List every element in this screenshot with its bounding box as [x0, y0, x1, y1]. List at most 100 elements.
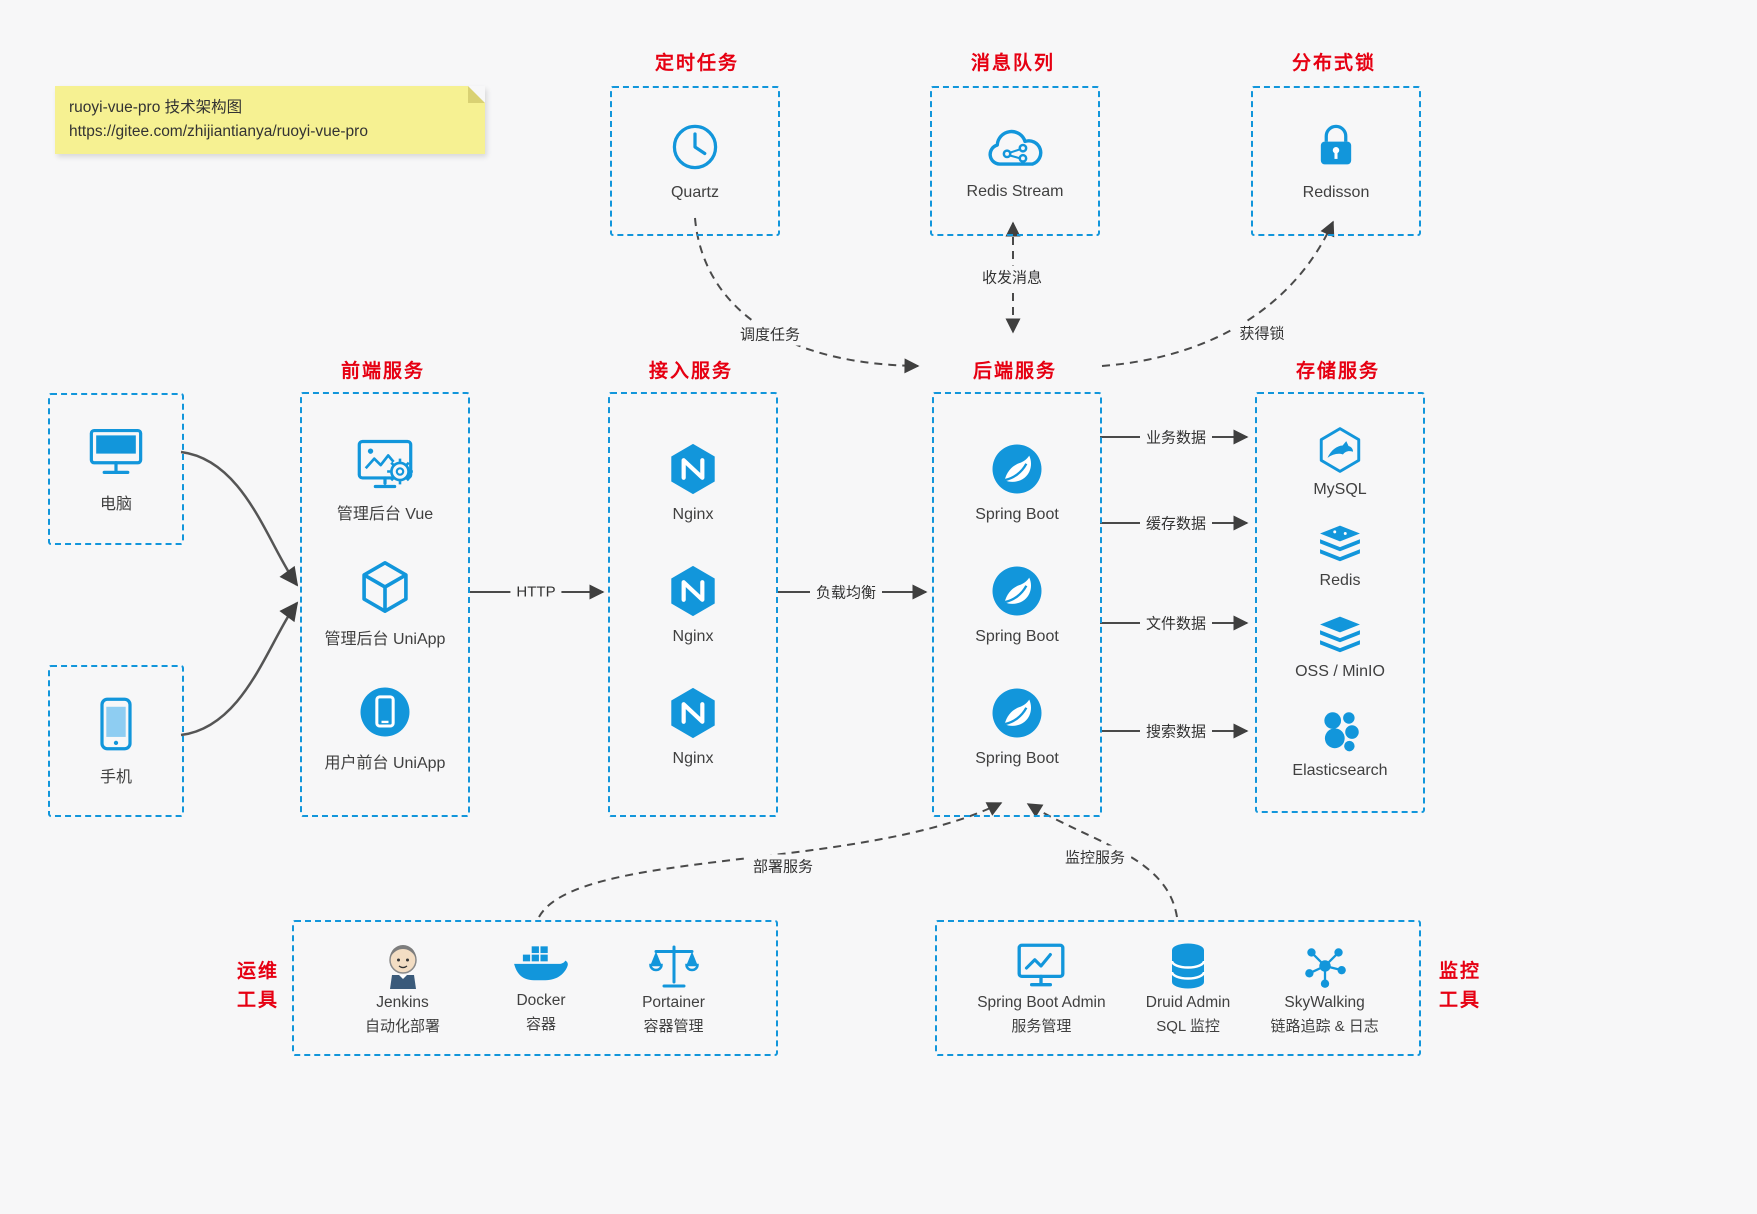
storage-item-oss-minio: OSS / MinIO [1295, 615, 1385, 681]
ops-tools-box: Jenkins 自动化部署 Docker 容器 Portai [292, 920, 778, 1056]
redis-stack-icon [1320, 525, 1360, 562]
backend-item-spring-2: Spring Boot [975, 563, 1059, 646]
portainer-icon [648, 945, 699, 987]
storage-services-box: MySQL Redis OSS / MinIO [1255, 392, 1425, 813]
monitor-item-spring-boot-admin: Spring Boot Admin 服务管理 [977, 941, 1106, 1036]
note-title: ruoyi-vue-pro 技术架构图 [69, 99, 243, 116]
edge-label-http: HTTP [510, 582, 562, 602]
druid-icon [1170, 943, 1206, 988]
edge-label-monitor: 监控服务 [1058, 845, 1132, 869]
ops-item-jenkins: Jenkins 自动化部署 [365, 941, 440, 1036]
monitor-item-skywalking: SkyWalking 链路追踪 & 日志 [1270, 941, 1379, 1036]
frontend-item-admin-uniapp: 管理后台 UniApp [324, 558, 446, 649]
monitor-item-druid: Druid Admin SQL 监控 [1146, 941, 1230, 1036]
backend-item-label: Spring Boot [975, 628, 1059, 645]
client-phone-box: 手机 [48, 665, 184, 817]
column-title-backend: 后端服务 [972, 361, 1058, 382]
note-fold-corner [468, 86, 485, 103]
edge-label-lock: 获得锁 [1233, 321, 1291, 345]
phone-icon [100, 697, 132, 750]
skywalking-icon [1304, 947, 1346, 988]
edge-label-file-data: 文件数据 [1139, 611, 1213, 635]
storage-item-redis: Redis [1314, 524, 1366, 590]
edge-lock [1101, 220, 1335, 367]
ops-tools-title-line2: 工具 [236, 989, 279, 1011]
user-app-icon [360, 687, 410, 736]
spring-icon [992, 688, 1042, 738]
ops-item-label: Docker [516, 991, 566, 1009]
clock-icon [672, 124, 718, 169]
monitor-tools-title-line1: 监控 [1438, 961, 1481, 982]
edge-label-business-data: 业务数据 [1139, 425, 1213, 449]
edge-computer-frontend [180, 450, 299, 587]
frontend-item-label: 管理后台 UniApp [324, 631, 446, 648]
monitor-item-sub: 服务管理 [1011, 1017, 1072, 1035]
storage-item-label: OSS / MinIO [1295, 663, 1385, 680]
jenkins-icon [388, 944, 417, 989]
edge-phone-frontend [180, 601, 299, 737]
monitor-tools-title-line2: 工具 [1438, 989, 1481, 1011]
storage-item-label: Redis [1319, 572, 1361, 589]
redisson-label: Redisson [1302, 183, 1370, 201]
backend-item-label: Spring Boot [975, 750, 1059, 767]
frontend-item-admin-vue: 管理后台 Vue [337, 437, 433, 524]
client-computer-box: 电脑 [48, 393, 184, 545]
quartz-box: Quartz [610, 86, 780, 236]
frontend-item-label: 用户前台 UniApp [324, 754, 446, 772]
edge-label-search-data: 搜索数据 [1139, 719, 1213, 743]
redisson-box: Redisson [1251, 86, 1421, 236]
access-services-box: Nginx Nginx Nginx [608, 392, 778, 817]
column-title-access: 接入服务 [648, 361, 734, 382]
edge-label-message: 收发消息 [975, 265, 1049, 289]
ops-item-label: Portainer [642, 993, 705, 1011]
frontend-services-box: 管理后台 Vue 管理后台 UniApp 用户前台 UniApp [300, 392, 470, 817]
quartz-label: Quartz [670, 183, 719, 201]
backend-services-box: Spring Boot Spring Boot Spring Boot [932, 392, 1102, 817]
frontend-item-label: 管理后台 Vue [336, 505, 434, 523]
spring-icon [992, 566, 1042, 616]
storage-item-elasticsearch: Elasticsearch [1292, 706, 1388, 780]
backend-item-spring-3: Spring Boot [975, 685, 1059, 768]
ops-item-portainer: Portainer 容器管理 [642, 941, 705, 1036]
spring-admin-icon [1017, 943, 1065, 986]
spring-icon [992, 444, 1042, 494]
ops-tools-title-line1: 运维 [236, 961, 279, 982]
edge-label-load-balance: 负载均衡 [809, 580, 883, 604]
group-title-distributed-lock: 分布式锁 [1291, 53, 1377, 74]
backend-item-spring-1: Spring Boot [975, 441, 1059, 524]
storage-stack-icon [1320, 616, 1360, 653]
uniapp-box-icon [362, 561, 408, 613]
docker-icon [514, 945, 568, 980]
note-url: https://gitee.com/zhijiantianya/ruoyi-vu… [69, 123, 368, 141]
column-title-frontend: 前端服务 [340, 361, 426, 382]
lock-icon [1320, 124, 1352, 164]
mysql-icon [1319, 427, 1361, 473]
ops-item-sub: 容器管理 [643, 1017, 704, 1035]
client-phone-label: 手机 [99, 768, 132, 786]
access-item-label: Nginx [672, 506, 714, 523]
access-item-nginx-2: Nginx [665, 563, 721, 646]
admin-vue-icon [357, 439, 413, 488]
cloud-network-icon [988, 129, 1043, 166]
group-title-scheduled-tasks: 定时任务 [654, 53, 740, 74]
group-title-message-queue: 消息队列 [970, 53, 1056, 74]
edge-schedule [694, 217, 920, 374]
monitor-item-label: Druid Admin [1145, 993, 1231, 1011]
ops-item-sub: 容器 [526, 1015, 557, 1033]
edge-label-cache-data: 缓存数据 [1139, 511, 1213, 535]
ops-item-docker: Docker 容器 [511, 943, 571, 1034]
monitor-item-sub: SQL 监控 [1156, 1017, 1220, 1035]
backend-item-label: Spring Boot [975, 506, 1059, 523]
frontend-item-user-uniapp: 用户前台 UniApp [324, 684, 446, 773]
ops-item-label: Jenkins [376, 993, 429, 1011]
client-computer-label: 电脑 [99, 495, 132, 513]
access-item-label: Nginx [672, 628, 714, 645]
redis-stream-label: Redis Stream [966, 182, 1064, 200]
monitor-tools-box: Spring Boot Admin 服务管理 Druid Admin SQL 监… [935, 920, 1421, 1056]
ops-item-sub: 自动化部署 [365, 1017, 441, 1035]
redis-stream-box: Redis Stream [930, 86, 1100, 236]
access-item-nginx-1: Nginx [665, 441, 721, 524]
monitor-item-sub: 链路追踪 & 日志 [1270, 1017, 1379, 1035]
